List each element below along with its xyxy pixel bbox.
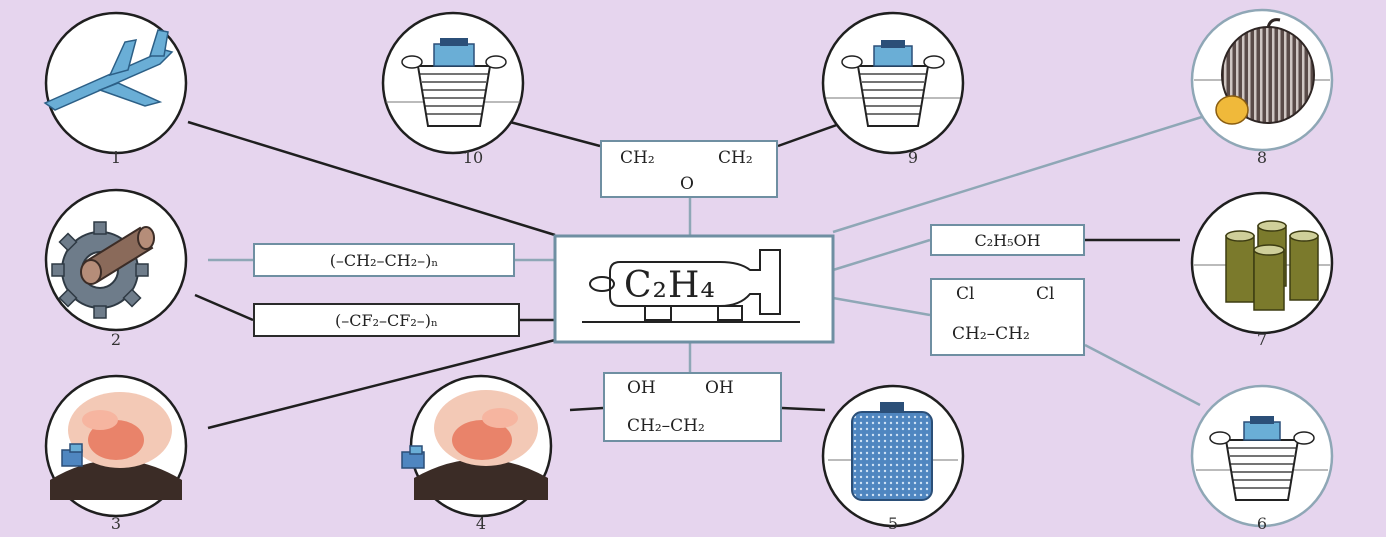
label-1: 1 [110,148,122,167]
label-9: 9 [907,148,919,167]
explosion-icon [50,392,182,500]
tank-icon [582,249,800,323]
connector-lines [187,114,1206,430]
label-5: 5 [887,514,899,533]
dichloroethane-box: Cl Cl CH₂–CH₂ [930,278,1085,356]
line-10 [509,120,601,148]
label-2: 2 [110,330,122,349]
label-4: 4 [475,514,487,533]
line-5 [781,406,826,412]
circle-7 [1190,191,1334,335]
ethanol-box: C₂H₅OH [930,224,1085,256]
line-3 [207,338,556,430]
glycol-chain: CH₂–CH₂ [627,416,705,436]
center-box [553,234,835,344]
ptfe-box: (–CF₂–CF₂–)ₙ [253,303,520,337]
circle-10 [381,11,525,155]
pipes-icon [1225,220,1319,311]
cylinder-icon [80,226,155,285]
canister-icon [851,402,933,501]
circle-5 [821,384,965,528]
circle-8 [1190,8,1334,152]
dichloro-chain: CH₂–CH₂ [952,324,1030,344]
ethylene-glycol-box: OH OH CH₂–CH₂ [603,372,782,442]
line-9 [777,120,846,148]
glycol-oh-right: OH [705,378,734,398]
label-6: 6 [1256,514,1268,533]
jar-icon [401,38,507,127]
airplane-icon [43,29,174,111]
line-ethanol-a [832,238,931,272]
polyethylene-formula: (–CH₂–CH₂–)ₙ [329,250,439,270]
label-10: 10 [462,148,484,167]
jar-icon [841,40,945,127]
ethanol-formula: C₂H₅OH [974,230,1041,250]
explosion-icon [401,390,548,500]
polyethylene-box: (–CH₂–CH₂–)ₙ [253,243,515,277]
oxide-ch2-right: CH₂ [718,148,753,168]
line-1 [187,120,556,237]
circle-6 [1190,384,1334,528]
label-8: 8 [1256,148,1268,167]
label-3: 3 [110,514,122,533]
dichloro-cl-left: Cl [956,284,975,304]
ethylene-oxide-box: CH₂ CH₂ O [600,140,778,198]
circle-2 [44,188,188,332]
dichloro-cl-right: Cl [1036,284,1055,304]
line-dichloro-a [832,296,931,317]
circle-3 [44,374,188,518]
line-8 [832,114,1206,234]
jar-icon [1209,416,1315,501]
pumpkin-icon [1215,18,1315,125]
center-formula: C₂H₄ [624,265,716,306]
circle-4 [401,374,553,518]
oxide-o: O [680,174,694,194]
line-4 [569,406,604,412]
circle-9 [821,11,965,155]
label-7: 7 [1256,330,1268,349]
line-2c [194,293,254,322]
oxide-ch2-left: CH₂ [620,148,655,168]
glycol-oh-left: OH [627,378,656,398]
circle-1 [43,11,188,155]
ptfe-formula: (–CF₂–CF₂–)ₙ [335,310,438,330]
line-dichloro-b [1084,343,1201,407]
